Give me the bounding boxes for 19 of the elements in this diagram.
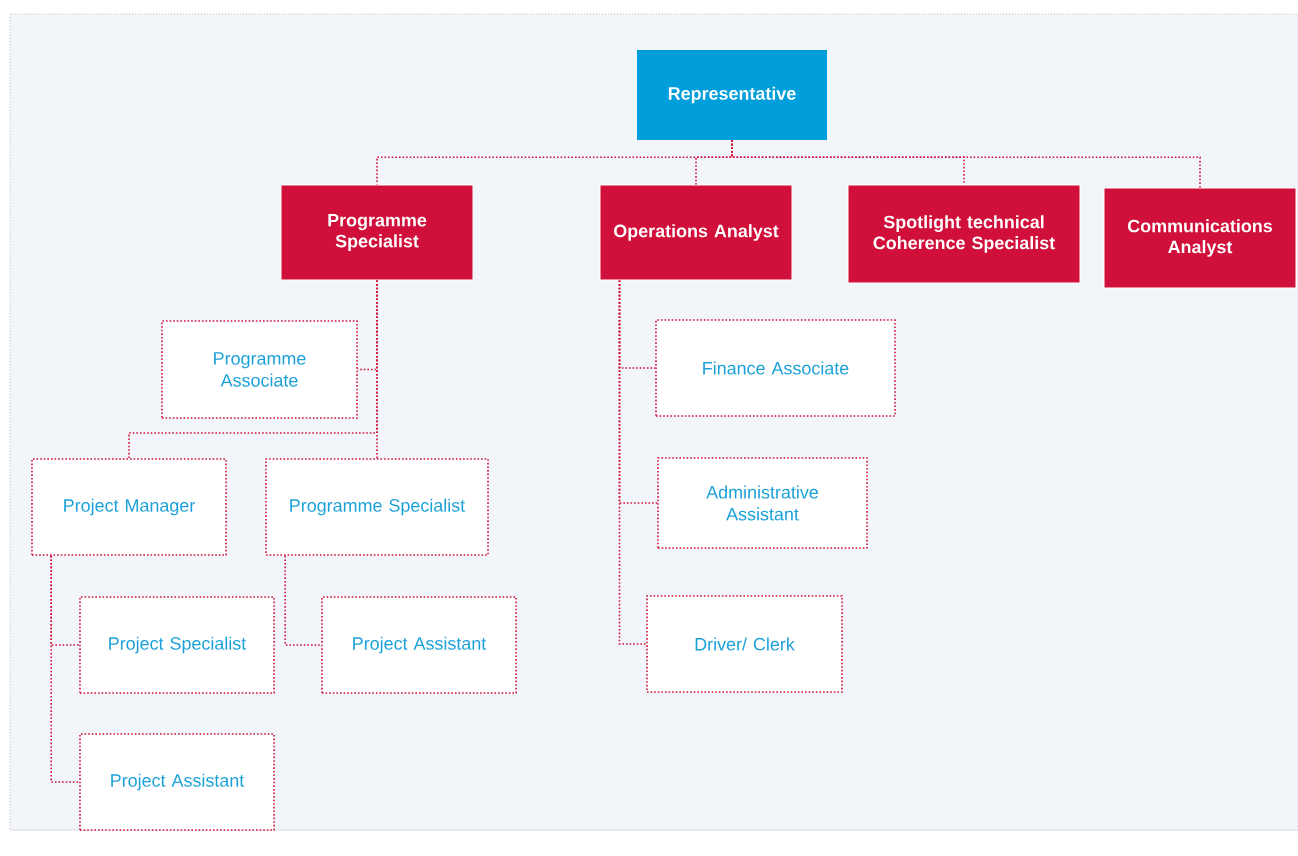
position-box: Project Assistant <box>321 596 517 694</box>
position-box: Driver/ Clerk <box>646 595 843 693</box>
position-box: Project Manager <box>31 458 227 556</box>
connector-line <box>731 139 1201 189</box>
connector-line <box>50 555 80 783</box>
title-box: Representative <box>637 50 827 140</box>
position-box: Finance Associate <box>655 319 896 417</box>
position-box: Programme Specialist <box>265 458 489 556</box>
role-box: Programme Specialist <box>280 184 474 281</box>
position-box: Project Specialist <box>79 596 275 694</box>
role-box: Spotlight technical Coherence Specialist <box>847 184 1081 284</box>
role-box: Communications Analyst <box>1103 187 1297 289</box>
position-box: Project Assistant <box>79 733 275 831</box>
connector-line <box>284 555 322 646</box>
connector-line <box>376 279 378 459</box>
position-box: Programme Associate <box>161 320 358 419</box>
connector-line <box>618 279 647 645</box>
position-box: Administrative Assistant <box>657 457 868 549</box>
role-box: Operations Analyst <box>599 184 793 281</box>
